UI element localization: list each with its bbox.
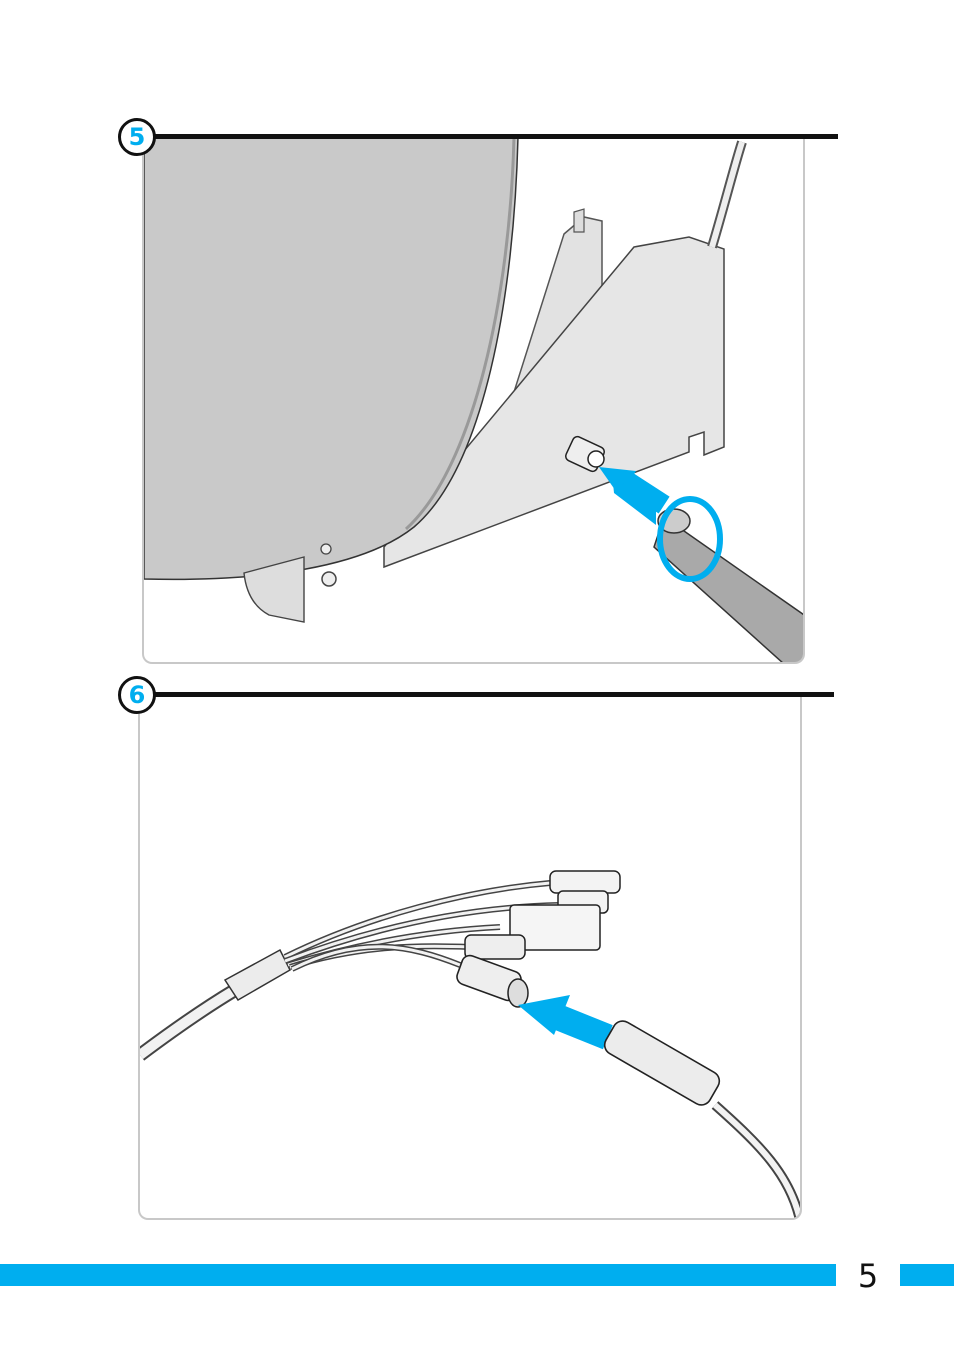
step-header-rule [150, 134, 838, 139]
page-number: 5 [838, 1254, 898, 1298]
step-number-badge: 6 [118, 676, 156, 714]
step-number-badge: 5 [118, 118, 156, 156]
step-header-rule [150, 692, 834, 697]
footer-bar-right [900, 1264, 954, 1286]
step-5-illustration [142, 137, 805, 664]
step-6-illustration [138, 695, 802, 1220]
footer-bar-left [0, 1264, 836, 1286]
